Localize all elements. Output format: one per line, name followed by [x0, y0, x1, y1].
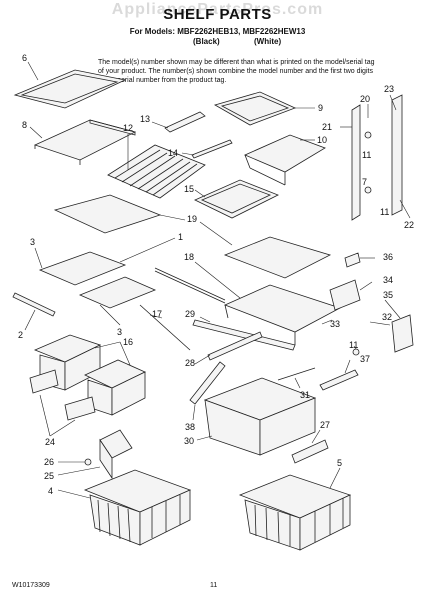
callout-34: 34	[383, 275, 393, 285]
callout-12: 12	[123, 123, 133, 133]
callout-17: 17	[152, 309, 162, 319]
callout-26: 26	[44, 457, 54, 467]
part-28-29-front	[192, 316, 296, 365]
part-18-shelf-frame	[194, 261, 342, 345]
callout-labels: 6 8 12 13 9 10 14 15 20 23 21 11 7 11 22…	[18, 53, 414, 496]
callout-13: 13	[140, 114, 150, 124]
part-8-shelf	[29, 119, 137, 165]
models-line: For Models: MBF2262HEB13, MBF2262HEW13	[129, 27, 306, 36]
callout-36: 36	[383, 252, 393, 262]
callout-23: 23	[384, 84, 394, 94]
part-11-37-hardware	[319, 345, 360, 391]
part-24-handles	[29, 369, 96, 437]
callout-2: 2	[18, 330, 23, 340]
callout-7: 7	[362, 177, 367, 187]
part-20-23-pillars	[340, 94, 411, 221]
callout-10: 10	[317, 135, 327, 145]
part-30-crisper	[196, 377, 317, 456]
part-25-26-bin	[57, 429, 133, 480]
callout-32: 32	[382, 312, 392, 322]
page-number: 11	[210, 582, 218, 589]
watermark: AppliancePartsPros.com	[111, 1, 324, 18]
part-19-glass	[53, 194, 332, 279]
part-10-shelf-frame	[243, 134, 326, 186]
callout-31: 31	[300, 390, 310, 400]
callout-18: 18	[184, 252, 194, 262]
callout-24: 24	[45, 437, 55, 447]
model-note: The model(s) number shown may be differe…	[98, 59, 375, 84]
page-title: SHELF PARTS	[163, 6, 272, 23]
part-9-shelf	[213, 91, 315, 126]
callout-20: 20	[360, 94, 370, 104]
callout-14: 14	[168, 148, 178, 158]
callout-6: 6	[22, 53, 27, 63]
callout-11c: 11	[349, 340, 358, 350]
callout-22: 22	[404, 220, 414, 230]
part-2-17-rails	[12, 267, 226, 351]
callout-8: 8	[22, 120, 27, 130]
color-label-white: (White)	[254, 37, 282, 46]
callout-4: 4	[48, 486, 53, 496]
part-14-rail	[181, 139, 233, 159]
part-13-bracket	[151, 111, 206, 133]
callout-37: 37	[360, 354, 370, 364]
callout-29: 29	[185, 309, 195, 319]
callout-11a: 11	[362, 150, 371, 160]
callout-21: 21	[322, 122, 332, 132]
document-number: W10173309	[12, 582, 50, 589]
part-6-shelf	[13, 61, 127, 109]
callout-1: 1	[178, 232, 183, 242]
part-5-wire-basket	[238, 467, 352, 551]
color-label-black: (Black)	[193, 37, 220, 46]
part-15-glass-shelf	[194, 179, 279, 219]
callout-30: 30	[184, 436, 194, 446]
callout-16: 16	[123, 337, 133, 347]
callout-5: 5	[337, 458, 342, 468]
callout-9: 9	[318, 103, 323, 113]
part-32-36-brackets	[321, 252, 414, 353]
callout-15: 15	[184, 184, 194, 194]
callout-3a: 3	[30, 237, 35, 247]
callout-38: 38	[185, 422, 195, 432]
part-27-bracket	[291, 429, 329, 464]
callout-27: 27	[320, 420, 330, 430]
callout-33: 33	[330, 319, 340, 329]
part-4-wire-basket	[57, 469, 192, 546]
callout-28: 28	[185, 358, 195, 368]
part-12-wire-shelf	[107, 134, 206, 199]
part-31-38-parts	[189, 361, 316, 421]
callout-19: 19	[187, 214, 197, 224]
part-1-3-bins	[34, 237, 176, 326]
callout-25: 25	[44, 471, 54, 481]
callout-11b: 11	[380, 207, 389, 217]
callout-35: 35	[383, 290, 393, 300]
callout-3b: 3	[117, 327, 122, 337]
